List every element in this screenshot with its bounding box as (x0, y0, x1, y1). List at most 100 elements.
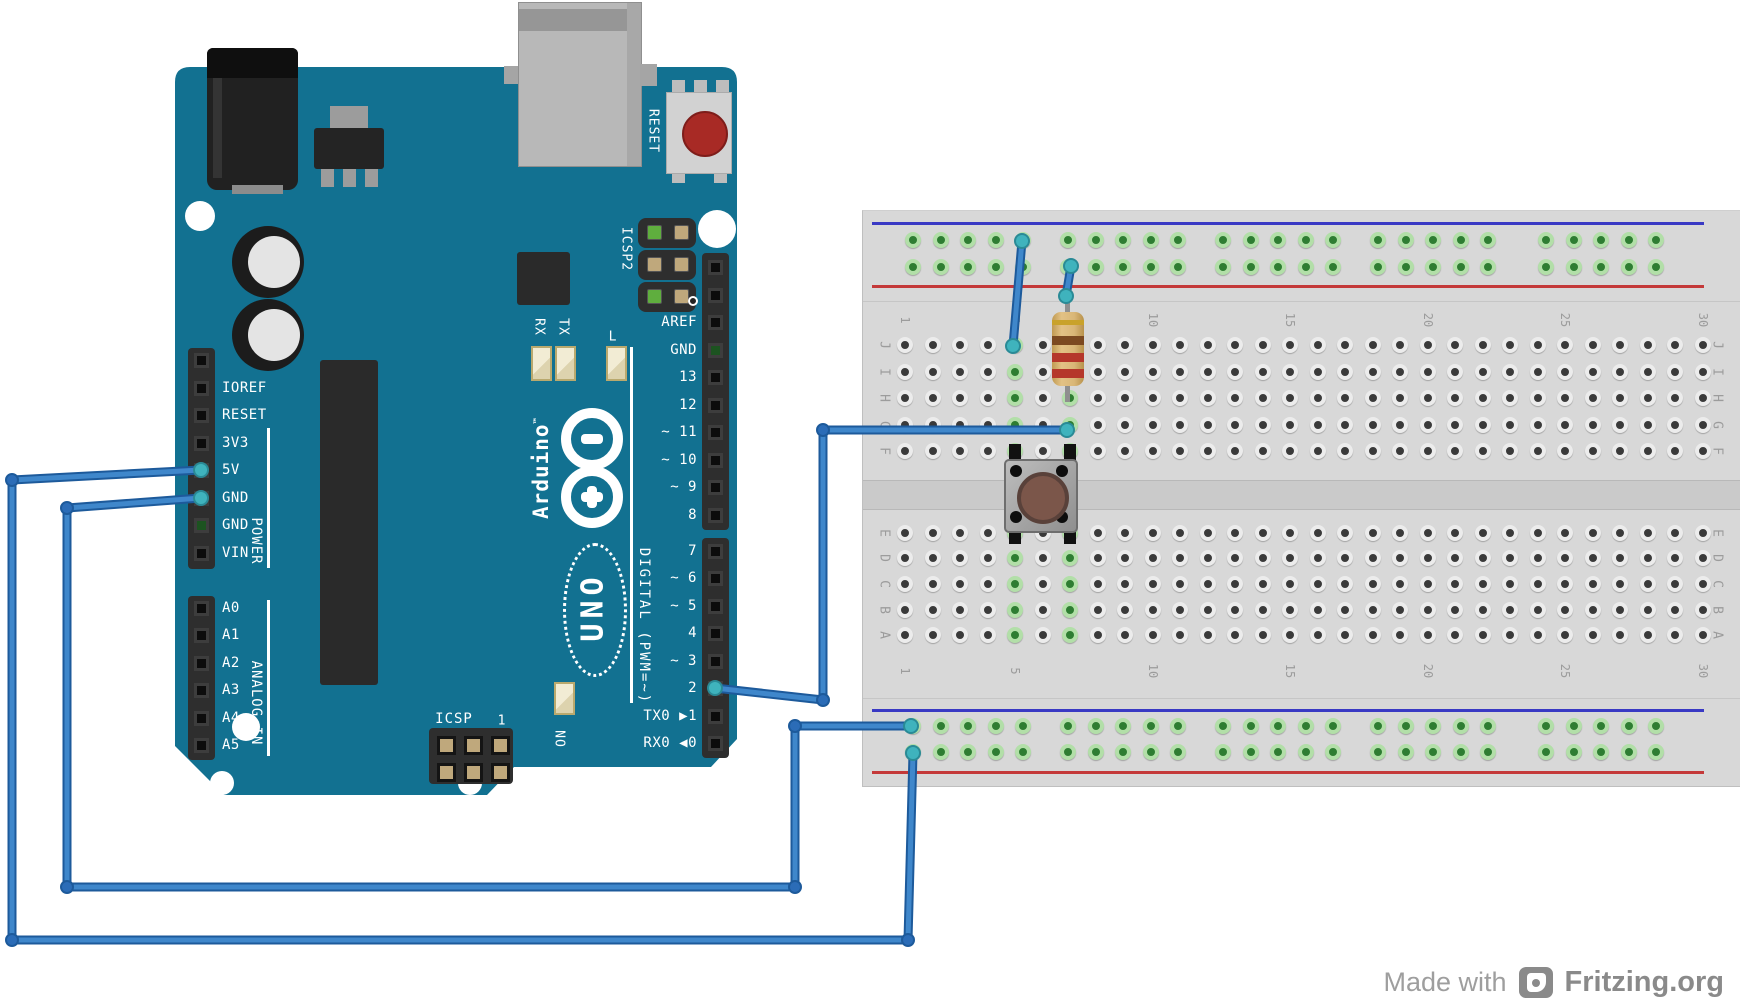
breadboard-hole-G28 (1639, 417, 1656, 433)
breadboard-divider (863, 698, 1740, 699)
breadboard-hole-A9 (1117, 627, 1133, 643)
breadboard-hole-F16 (1309, 443, 1326, 459)
breadboard-hole-I22 (1474, 364, 1491, 380)
digital_bottom-pin-~ 6 (707, 570, 723, 586)
breadboard-hole-A12 (1199, 627, 1216, 643)
breadboard-hole-J29 (1667, 337, 1683, 353)
digital_bottom-pin-4 (707, 625, 723, 641)
breadboard-hole-B13 (1227, 602, 1243, 618)
breadboard-hole-G15 (1282, 417, 1298, 433)
power-pin-3V3 (193, 435, 209, 451)
power-rail-hole (1170, 259, 1186, 275)
power-rail-hole (1620, 744, 1637, 760)
power-rail-hole (1325, 718, 1341, 734)
power-rail-hole (905, 744, 921, 760)
breadboard-hole-I24 (1529, 364, 1546, 380)
power-rail-hole (1425, 232, 1441, 248)
power-rail-hole (1397, 259, 1414, 275)
breadboard-hole-G16 (1309, 417, 1326, 433)
breadboard-hole-B19 (1392, 602, 1408, 618)
breadboard-hole-F9 (1117, 443, 1133, 459)
breadboard-hole-A16 (1309, 627, 1326, 643)
pin-label-13: 13 (679, 369, 697, 385)
power-rail-hole (1242, 259, 1259, 275)
breadboard-hole-J6 (1034, 337, 1051, 353)
breadboard-hole-I4 (979, 364, 996, 380)
row-label-F: F (1709, 447, 1725, 455)
breadboard-hole-C27 (1612, 576, 1628, 592)
power-rail-hole (1115, 718, 1131, 734)
power-rail-hole (960, 718, 976, 734)
pin-label-A3: A3 (222, 682, 240, 698)
breadboard-hole-A1 (897, 627, 913, 643)
icsp2-pin-green (647, 289, 662, 304)
breadboard-hole-D11 (1172, 550, 1188, 566)
breadboard-hole-D22 (1474, 550, 1491, 566)
breadboard-hole-A3 (952, 627, 968, 643)
breadboard-hole-A20 (1419, 627, 1436, 643)
digital_bottom-pin-~ 3 (707, 653, 723, 669)
power-rail-hole (1480, 718, 1496, 734)
atmega-chip (320, 360, 378, 685)
breadboard-hole-D13 (1227, 550, 1243, 566)
breadboard-hole-G10 (1144, 417, 1161, 433)
power-rail-hole (1648, 744, 1664, 760)
power-rail-hole (1087, 232, 1104, 248)
breadboard-hole-H30 (1694, 390, 1711, 406)
power-rail-hole (1115, 744, 1131, 760)
pin-label-~ 5: ~ 5 (670, 598, 697, 614)
power-rail-hole (1452, 744, 1469, 760)
breadboard-hole-E28 (1639, 525, 1656, 541)
row-label-G: G (1709, 421, 1725, 429)
power-rail-hole (905, 232, 921, 248)
usb-connector (518, 2, 642, 167)
column-label-30: 30 (1695, 663, 1710, 679)
breadboard-hole-G12 (1199, 417, 1216, 433)
power-rail-hole (1215, 718, 1231, 734)
power-rail-hole (1170, 232, 1186, 248)
breadboard-hole-B1 (897, 602, 913, 618)
icsp2-pin-green (647, 225, 662, 240)
breadboard-hole-D6 (1034, 550, 1051, 566)
breadboard-hole-A24 (1529, 627, 1546, 643)
breadboard-hole-F10 (1144, 443, 1161, 459)
power-rail-hole (1565, 744, 1582, 760)
power-rail-hole (960, 744, 976, 760)
breadboard-hole-C12 (1199, 576, 1216, 592)
power-rail-hole (905, 718, 921, 734)
column-label-30: 30 (1695, 312, 1710, 328)
breadboard-hole-I21 (1447, 364, 1463, 380)
breadboard-hole-H20 (1419, 390, 1436, 406)
breadboard-hole-A27 (1612, 627, 1628, 643)
power-rail-hole (1297, 718, 1314, 734)
pin-label-AREF: AREF (661, 314, 697, 330)
breadboard-hole-C6 (1034, 576, 1051, 592)
breadboard-hole-D9 (1117, 550, 1133, 566)
pin-label-7: 7 (688, 543, 697, 559)
breadboard-hole-E3 (952, 525, 968, 541)
power-rail-hole (1480, 259, 1496, 275)
pin-label-GND: GND (670, 342, 697, 358)
power-rail-hole (960, 232, 976, 248)
breadboard-hole-J10 (1144, 337, 1161, 353)
power-rail-hole (1325, 744, 1341, 760)
pin-label-3V3: 3V3 (222, 435, 249, 451)
breadboard-hole-F29 (1667, 443, 1683, 459)
power-rail-hole (1015, 718, 1031, 734)
digital-section-label: DIGITAL (PWM=~) (636, 547, 652, 705)
breadboard-hole-J17 (1337, 337, 1353, 353)
pin-label-~ 3: ~ 3 (670, 653, 697, 669)
power-rail-hole (1215, 232, 1231, 248)
breadboard-hole-D3 (952, 550, 968, 566)
breadboard-hole-G17 (1337, 417, 1353, 433)
breadboard-hole-H21 (1447, 390, 1463, 406)
power-pin (193, 352, 209, 368)
arduino-logo (561, 408, 623, 528)
breadboard-hole-J13 (1227, 337, 1243, 353)
bottom-rail-blue-line (872, 709, 1704, 712)
breadboard-hole-F28 (1639, 443, 1656, 459)
power-rail-hole (1593, 259, 1609, 275)
breadboard-hole-E4 (979, 525, 996, 541)
power-separator-line (267, 428, 270, 568)
breadboard-hole-E22 (1474, 525, 1491, 541)
